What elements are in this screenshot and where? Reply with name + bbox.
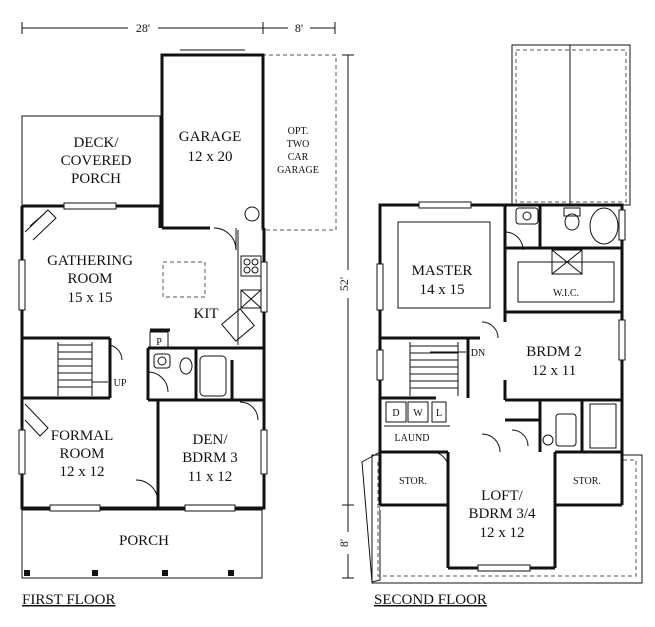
second-floor: MASTER 14 x 15 W.I.C. DN BRDM 2 12 x 11 … xyxy=(361,44,643,608)
first-floor-caption: FIRST FLOOR xyxy=(22,592,116,608)
loft-line2: BDRM 3/4 xyxy=(468,506,536,522)
garage-label: GARAGE xyxy=(179,129,242,145)
dryer-label: D xyxy=(392,408,399,419)
formal-room-size: 12 x 12 xyxy=(60,464,105,480)
optional-garage-line4: GARAGE xyxy=(277,165,319,176)
deck-label-line2: COVERED xyxy=(61,153,132,169)
garage-walls xyxy=(160,49,265,230)
storage-right-label: STOR. xyxy=(573,476,601,487)
master-bath-fixtures xyxy=(504,207,619,303)
gathering-room-line2: ROOM xyxy=(67,271,112,287)
master-ceiling-outline xyxy=(397,221,491,309)
den-size: 11 x 12 xyxy=(188,469,232,485)
bedroom2-size: 12 x 11 xyxy=(532,363,576,379)
left-roof-outline xyxy=(361,451,381,583)
pantry-and-bath xyxy=(135,331,259,503)
laundry-label: LAUND xyxy=(395,433,430,444)
tub-icon xyxy=(199,355,227,397)
fireplace xyxy=(24,209,57,437)
formal-room-line1: FORMAL xyxy=(51,428,114,444)
first-floor-width-dimension: 28' xyxy=(136,21,150,35)
second-floor-caption: SECOND FLOOR xyxy=(374,592,487,608)
bedroom2-label: BRDM 2 xyxy=(526,344,581,360)
formal-room-line2: ROOM xyxy=(59,446,104,462)
optional-garage-outline xyxy=(261,54,337,231)
house-walls xyxy=(18,202,268,512)
gathering-room-line1: GATHERING xyxy=(47,253,133,269)
second-floor-stairs xyxy=(409,342,466,396)
walk-in-closet-label: W.I.C. xyxy=(553,288,579,299)
loft-size: 12 x 12 xyxy=(480,525,525,541)
bath2-tub-icon xyxy=(555,413,577,447)
house-depth-dimension: 52' xyxy=(337,277,351,291)
deck-label-line3: PORCH xyxy=(71,171,121,187)
porch-label: PORCH xyxy=(119,533,169,549)
storage-left-label: STOR. xyxy=(399,476,427,487)
cooktop-icon xyxy=(240,255,262,277)
linen-label: L xyxy=(436,408,442,419)
optional-garage-line1: OPT. xyxy=(288,126,309,137)
loft-line1: LOFT/ xyxy=(481,488,524,504)
washer-label: W xyxy=(413,408,423,419)
porch-posts xyxy=(24,570,234,576)
laundry-fixtures xyxy=(384,401,450,427)
deck-label-line1: DECK/ xyxy=(74,135,120,151)
pantry-label: P xyxy=(156,337,162,348)
kitchen-sink-icon xyxy=(221,308,255,342)
porch-outline xyxy=(21,509,263,579)
porch-depth-dimension: 8' xyxy=(337,539,351,547)
den-line1: DEN/ xyxy=(193,432,229,448)
kitchen-label: KIT xyxy=(194,306,219,322)
den-line2: BDRM 3 xyxy=(182,450,237,466)
optional-garage-line3: CAR xyxy=(288,152,309,163)
garage-roof-outline xyxy=(511,44,631,206)
master-label: MASTER xyxy=(412,263,473,279)
first-floor-stairs xyxy=(57,342,123,396)
optional-garage-width-dimension: 8' xyxy=(295,21,303,35)
dishwasher-icon xyxy=(240,289,262,309)
stairs-up-label: UP xyxy=(114,378,127,389)
bath2-fixtures xyxy=(431,321,617,469)
optional-garage-line2: TWO xyxy=(287,139,310,150)
master-size: 14 x 15 xyxy=(420,282,465,298)
garage-size: 12 x 20 xyxy=(188,149,233,165)
kitchen-fixtures xyxy=(162,227,262,345)
kitchen-island xyxy=(162,261,206,298)
stairs-down-label: DN xyxy=(471,348,485,359)
first-floor: 28' 8' 52' 8' xyxy=(18,20,356,608)
master-tub-icon xyxy=(589,207,619,245)
gathering-room-size: 15 x 15 xyxy=(68,290,113,306)
first-floor-dimensions: 28' 8' 52' 8' xyxy=(21,20,356,579)
